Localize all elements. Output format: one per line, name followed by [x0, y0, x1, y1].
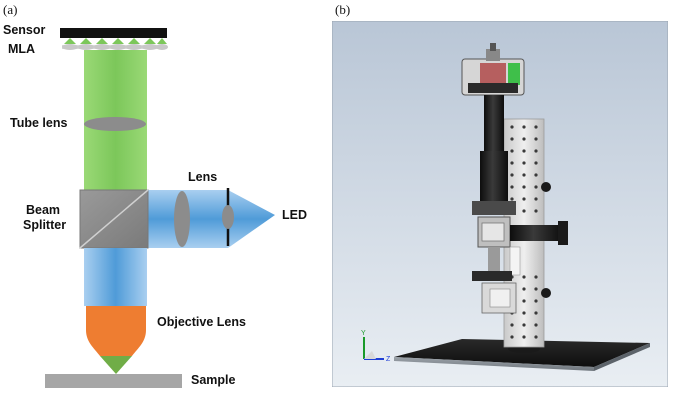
label-mla: MLA	[8, 42, 36, 56]
label-beam: Beam	[26, 203, 61, 217]
optical-setup-diagram	[45, 28, 275, 388]
tube-lens	[84, 117, 146, 131]
base-plate-edge	[594, 343, 650, 371]
support-rod	[509, 246, 521, 276]
objective-body	[488, 247, 500, 271]
lens-tube-middle	[480, 151, 508, 201]
sensor-bar	[60, 28, 167, 38]
label-sensor: Sensor	[3, 23, 46, 37]
base-plate-side	[394, 357, 594, 371]
panel-b-letter: (b)	[335, 2, 351, 17]
objective-lens-tip	[100, 356, 132, 374]
lens-tube-upper	[484, 95, 504, 155]
label-led: LED	[282, 208, 307, 222]
illumination-beam	[148, 190, 275, 248]
axis-triad: Y Z	[361, 330, 391, 363]
objective-lens-body	[86, 306, 146, 356]
excitation-beam	[84, 248, 147, 306]
base-plate	[394, 339, 650, 367]
beam-splitter-diagonal	[79, 189, 149, 249]
illumination-lens	[174, 191, 190, 247]
sample-stage	[472, 271, 517, 314]
axis-z-label: Z	[386, 356, 391, 363]
condenser-lens	[222, 205, 234, 229]
sample-slide	[45, 374, 182, 388]
microscope-3d-render: Y Z	[332, 21, 668, 387]
label-lens: Lens	[188, 170, 218, 184]
axis-y-label: Y	[361, 330, 366, 337]
label-objective-lens: Objective Lens	[157, 315, 246, 329]
beam-splitter-block	[472, 201, 516, 248]
camera-module	[461, 43, 525, 96]
panel-a-letter: (a)	[3, 2, 18, 17]
microlens-array	[62, 44, 168, 50]
label-sample: Sample	[191, 373, 236, 387]
label-splitter: Splitter	[23, 218, 67, 232]
led-arm	[510, 221, 568, 245]
mla-focal-cones	[64, 38, 167, 44]
label-tube-lens: Tube lens	[10, 116, 68, 130]
